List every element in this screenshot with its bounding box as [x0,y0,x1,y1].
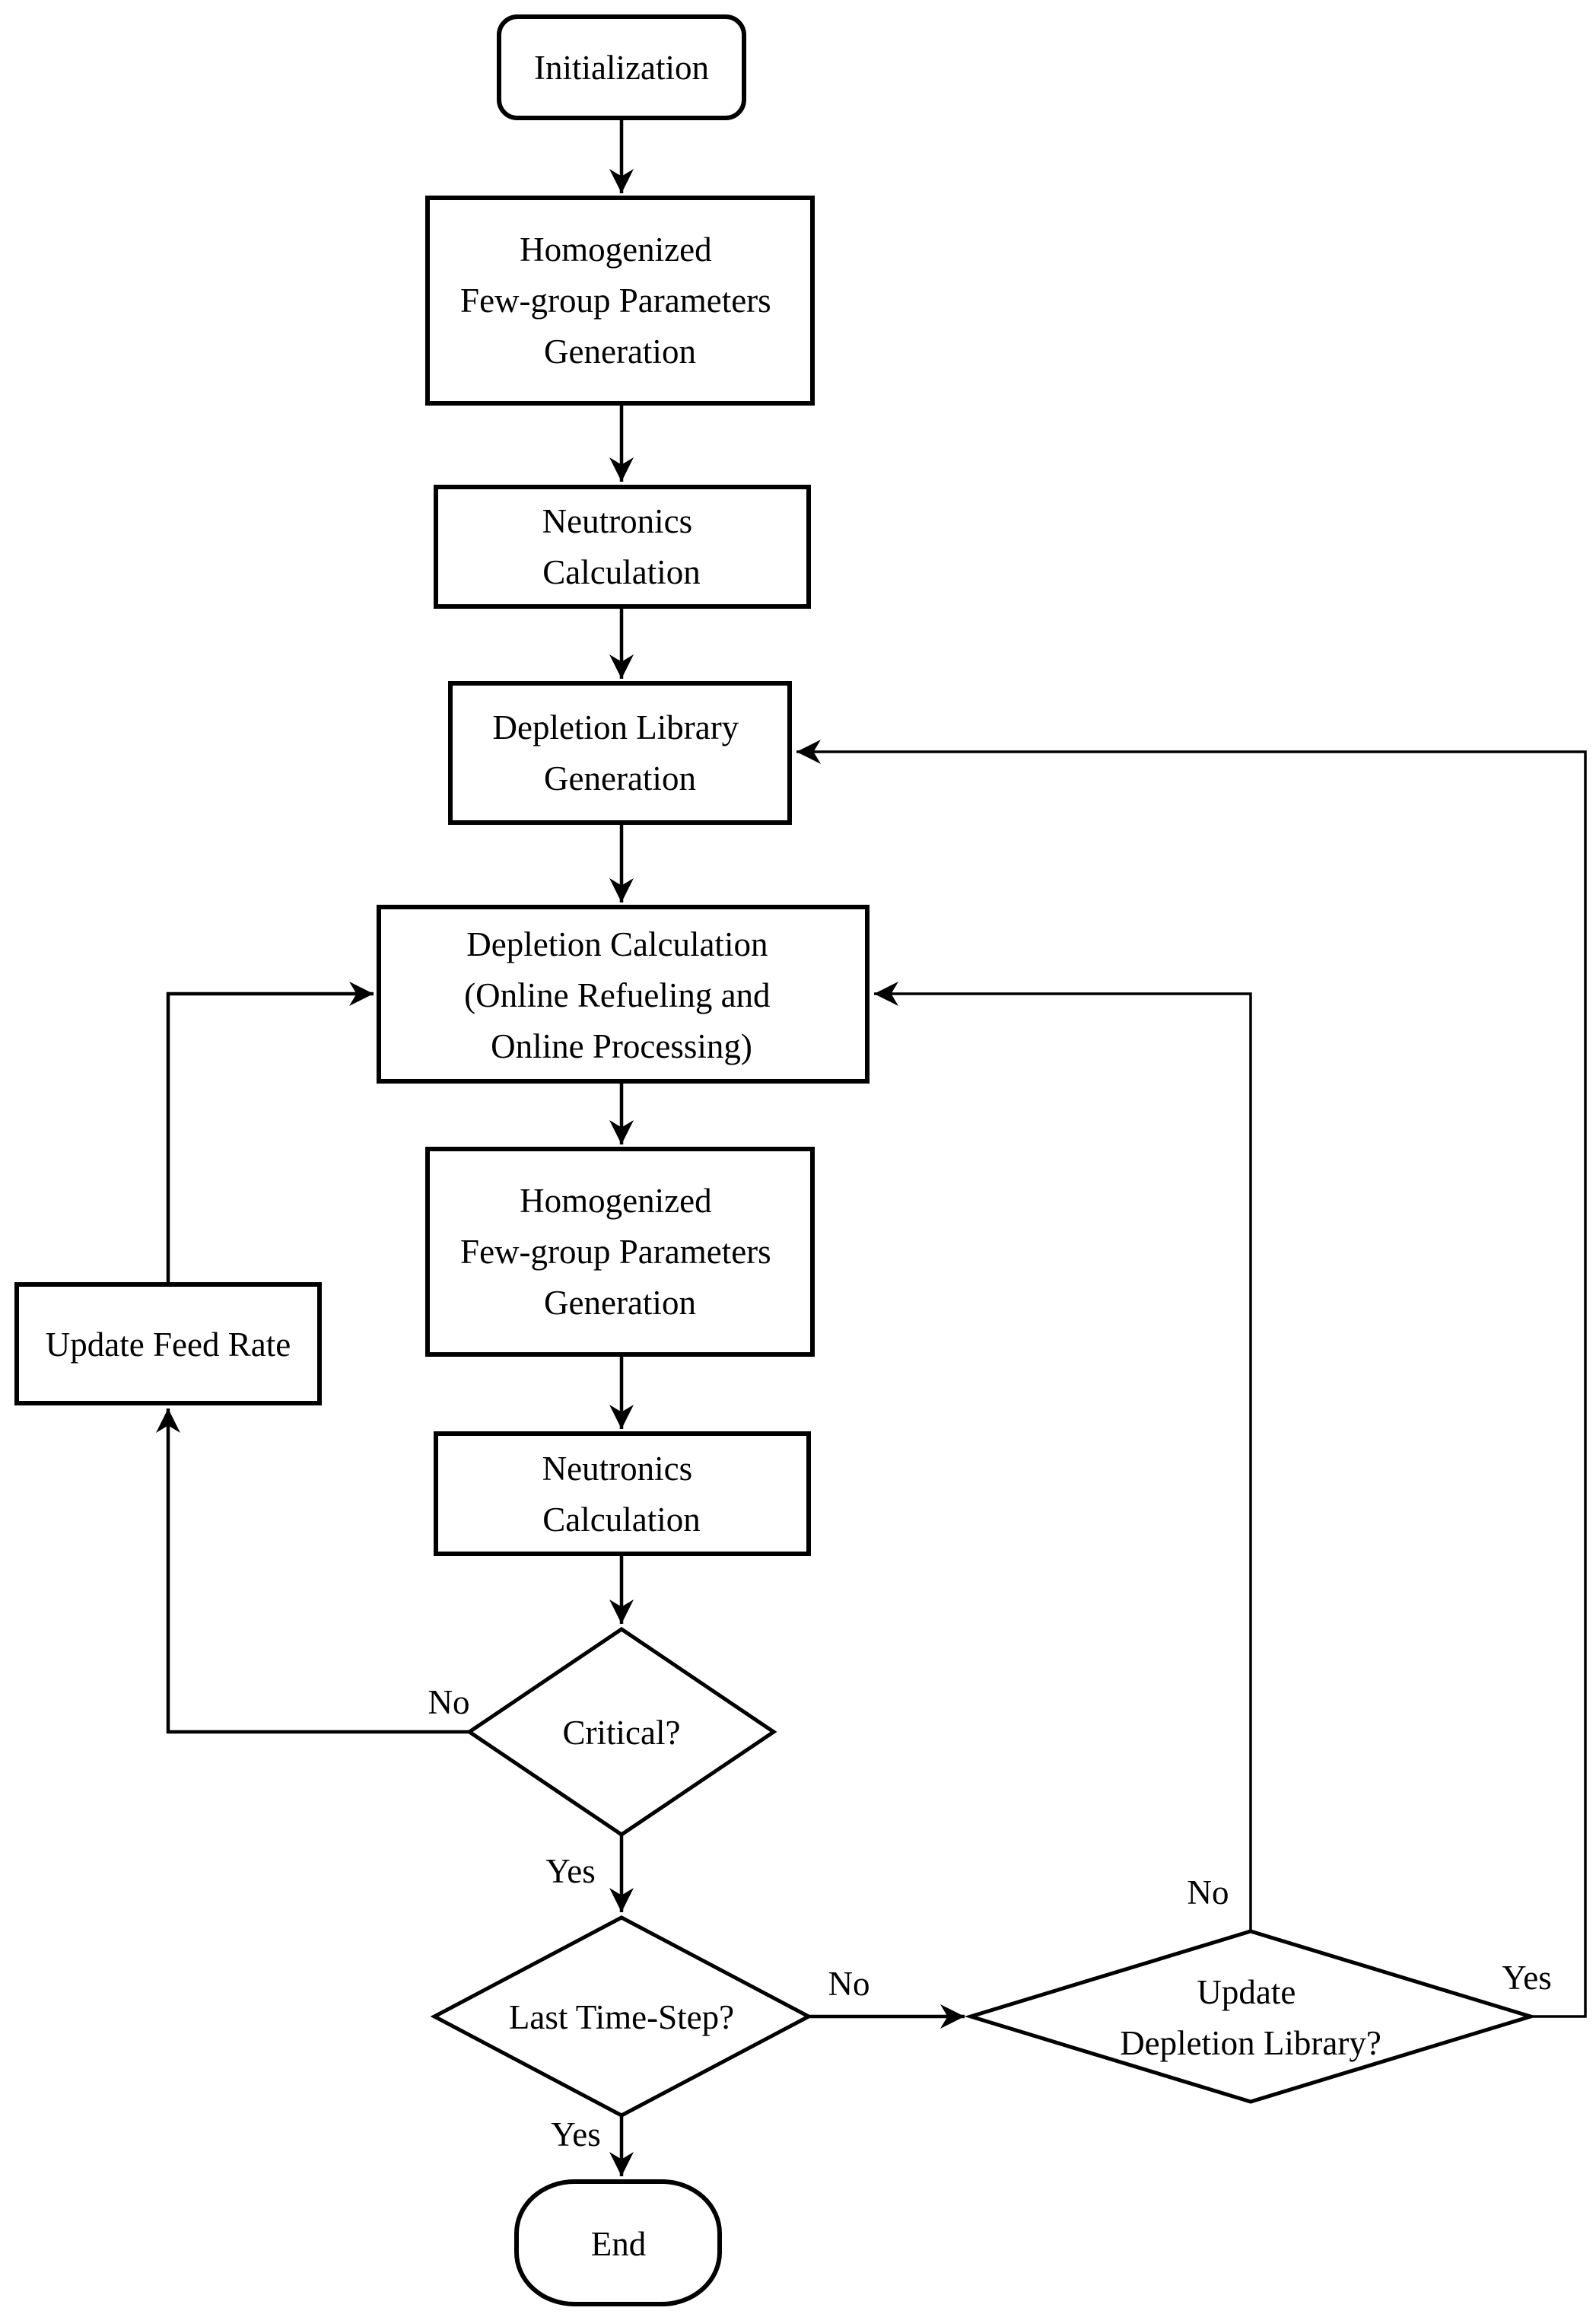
node-initialization-shape [497,14,746,120]
label-updlib-yes: Yes [1502,1959,1551,1997]
node-last-timestep-decision: Last Time-Step? [430,1915,813,2118]
label-critical-yes: Yes [545,1852,595,1890]
node-last-timestep-decision-label: Last Time-Step? [509,1998,734,2036]
node-end-label: End [591,2225,647,2263]
node-neutronics-1-shape [434,485,811,609]
edge-updlib-yes-to-deplib [796,740,1587,2018]
node-neutronics-2: Neutronics Calculation [434,1431,811,1556]
edge-labels: No Yes No Yes No Yes [428,1683,1552,2153]
node-update-depletion-library-decision: Update Depletion Library? [964,1929,1537,2104]
node-neutronics-2-label: Neutronics Calculation [542,1450,701,1539]
node-neutronics-1: Neutronics Calculation [434,485,811,609]
label-updlib-no: No [1187,1873,1229,1911]
node-critical-decision: Critical? [466,1626,777,1838]
node-end-shape [514,2179,722,2306]
node-update-depletion-library-decision-shape [964,1929,1537,2104]
edge-critical-no-to-ufr [156,1408,469,1734]
label-lastts-yes: Yes [551,2115,600,2153]
node-critical-decision-shape [466,1626,777,1838]
node-depletion-library-shape [448,681,792,825]
label-critical-no: No [428,1683,470,1721]
node-initialization: Initialization [497,14,746,120]
edge-ufr-to-depcalc [166,982,374,1284]
node-homogenized-1: Homogenized Few-group Parameters Generat… [425,196,815,406]
edges [156,119,1587,2176]
node-update-feed-rate: Update Feed Rate [14,1282,322,1405]
node-homogenized-2: Homogenized Few-group Parameters Generat… [425,1147,815,1357]
node-homogenized-1-label: Homogenized Few-group Parameters Generat… [460,231,780,371]
edge-updlib-no-to-depcalc [874,982,1252,1930]
node-initialization-label: Initialization [534,49,709,87]
node-neutronics-1-label: Neutronics Calculation [542,502,701,591]
node-homogenized-1-shape [425,196,815,406]
label-lastts-no: No [828,1965,870,2003]
node-homogenized-2-label: Homogenized Few-group Parameters Generat… [460,1182,780,1322]
node-neutronics-2-shape [434,1431,811,1556]
node-depletion-calculation: Depletion Calculation (Online Refueling … [377,905,870,1084]
node-depletion-calculation-shape [377,905,870,1084]
node-update-depletion-library-decision-label: Update Depletion Library? [1120,1973,1381,2062]
node-critical-decision-label: Critical? [563,1714,681,1752]
node-last-timestep-decision-shape [430,1915,813,2118]
node-depletion-library: Depletion Library Generation [448,681,792,825]
nodes: Initialization Homogenized Few-group Par… [14,14,1537,2306]
node-depletion-library-label: Depletion Library Generation [493,708,748,797]
node-update-feed-rate-shape [14,1282,322,1405]
node-end: End [514,2179,722,2306]
node-homogenized-2-shape [425,1147,815,1357]
node-depletion-calculation-label: Depletion Calculation (Online Refueling … [464,925,779,1065]
node-update-feed-rate-label: Update Feed Rate [46,1326,291,1364]
